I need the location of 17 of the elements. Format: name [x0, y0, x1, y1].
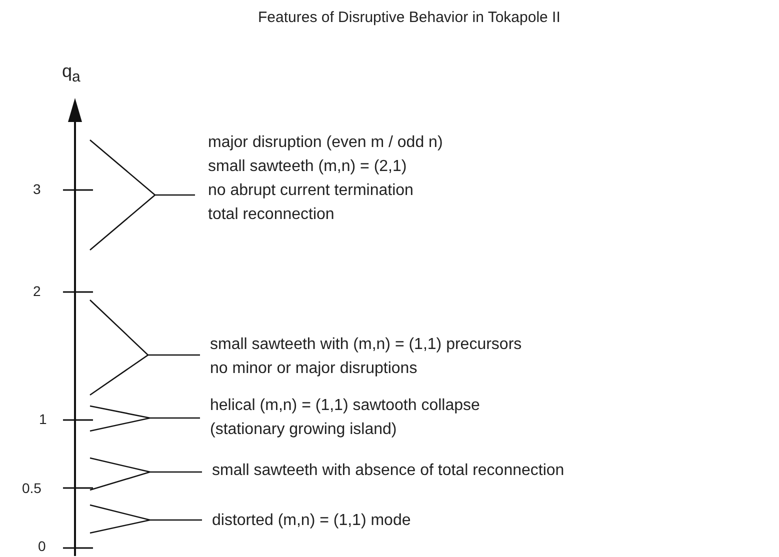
annotation-text: helical (m,n) = (1,1) sawtooth collapse	[210, 396, 480, 415]
tick-label: 1	[39, 410, 47, 429]
annotation-text: no minor or major disruptions	[210, 359, 418, 378]
annotation-text: small sawteeth with absence of total reconnection	[212, 461, 564, 480]
annotation-text: major disruption (even m / odd n)	[208, 133, 443, 152]
annotation-text: total reconnection	[208, 205, 334, 224]
annotation-text: no abrupt current termination	[208, 181, 414, 200]
annotation-text: small sawteeth with (m,n) = (1,1) precursors	[210, 335, 522, 354]
axis-label: q$_{a}$	[62, 62, 80, 87]
annotation-text: distorted (m,n) = (1,1) mode	[212, 511, 411, 530]
diagram-title: Features of Disruptive Behavior in Tokapole II	[258, 8, 560, 27]
annotation-text: small sawteeth (m,n) = (2,1)	[208, 157, 407, 176]
tick-label: 0.5	[22, 479, 42, 498]
tick-label: 2	[33, 282, 41, 301]
tick-label: 3	[33, 180, 41, 199]
tick-label: 0	[38, 537, 46, 556]
annotation-text: (stationary growing island)	[210, 420, 397, 439]
